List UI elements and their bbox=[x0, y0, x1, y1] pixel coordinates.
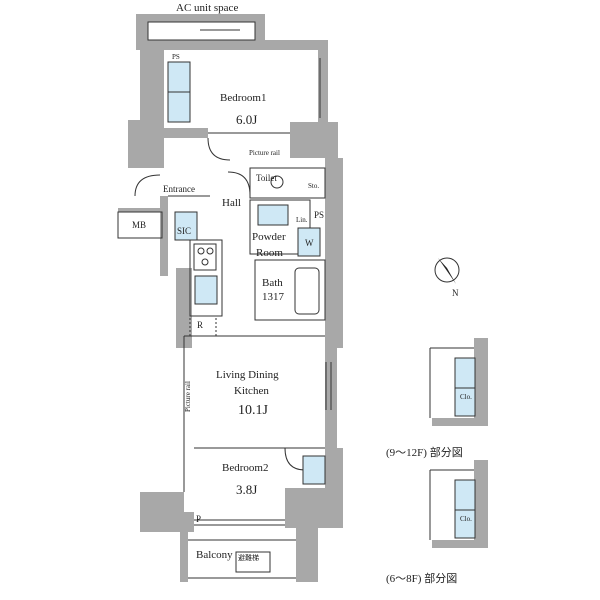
north-arrow-icon bbox=[434, 257, 460, 284]
p-label: P bbox=[196, 514, 201, 524]
north-label: N bbox=[452, 288, 459, 298]
balcony-label: Balcony bbox=[196, 549, 233, 561]
ldk-size: 10.1J bbox=[238, 403, 269, 418]
ps-label-mid: PS bbox=[314, 210, 324, 220]
partial-view-upper-caption: (9～12F) 部分図 bbox=[386, 445, 463, 459]
toilet-label: Toilet bbox=[256, 173, 277, 183]
emergency-ladder-label: 避難梯 bbox=[238, 553, 259, 562]
bedroom2-label: Bedroom2 bbox=[222, 462, 268, 474]
washer-label: W bbox=[305, 238, 314, 248]
ac-space-label: AC unit space bbox=[176, 2, 238, 14]
bath-label: Bath bbox=[262, 277, 283, 289]
hall-label: Hall bbox=[222, 197, 241, 209]
picture-rail-side-label: Picture rail bbox=[184, 381, 192, 412]
closets bbox=[167, 61, 476, 539]
powder-room-label: Powder bbox=[252, 231, 286, 243]
ldk-label-1: Living Dining bbox=[216, 369, 279, 381]
powder-room-label-2: Room bbox=[256, 247, 283, 259]
sic-label: SIC bbox=[177, 226, 191, 236]
thin-lines bbox=[117, 21, 474, 579]
bath-size: 1317 bbox=[262, 291, 285, 303]
bedroom1-size: 6.0J bbox=[236, 112, 257, 127]
ldk-label-2: Kitchen bbox=[234, 385, 269, 397]
fridge-label: R bbox=[197, 320, 203, 330]
partial-closet-lower: Clo. bbox=[460, 515, 472, 523]
partial-view-lower-caption: (6～8F) 部分図 bbox=[386, 571, 457, 585]
bedroom1-label: Bedroom1 bbox=[220, 92, 266, 104]
partial-closet-upper: Clo. bbox=[460, 393, 472, 401]
picture-rail-top-label: Picture rail bbox=[249, 149, 280, 157]
stove-icon bbox=[193, 243, 217, 271]
storage-label: Sto. bbox=[308, 182, 319, 190]
walls bbox=[118, 14, 488, 582]
mb-label: MB bbox=[132, 220, 146, 230]
linen-label: Lin. bbox=[296, 216, 308, 224]
entrance-label: Entrance bbox=[163, 184, 195, 194]
bedroom2-size: 3.8J bbox=[236, 482, 257, 497]
toilet-icon bbox=[270, 175, 284, 189]
ps-label-top: PS bbox=[172, 53, 180, 61]
